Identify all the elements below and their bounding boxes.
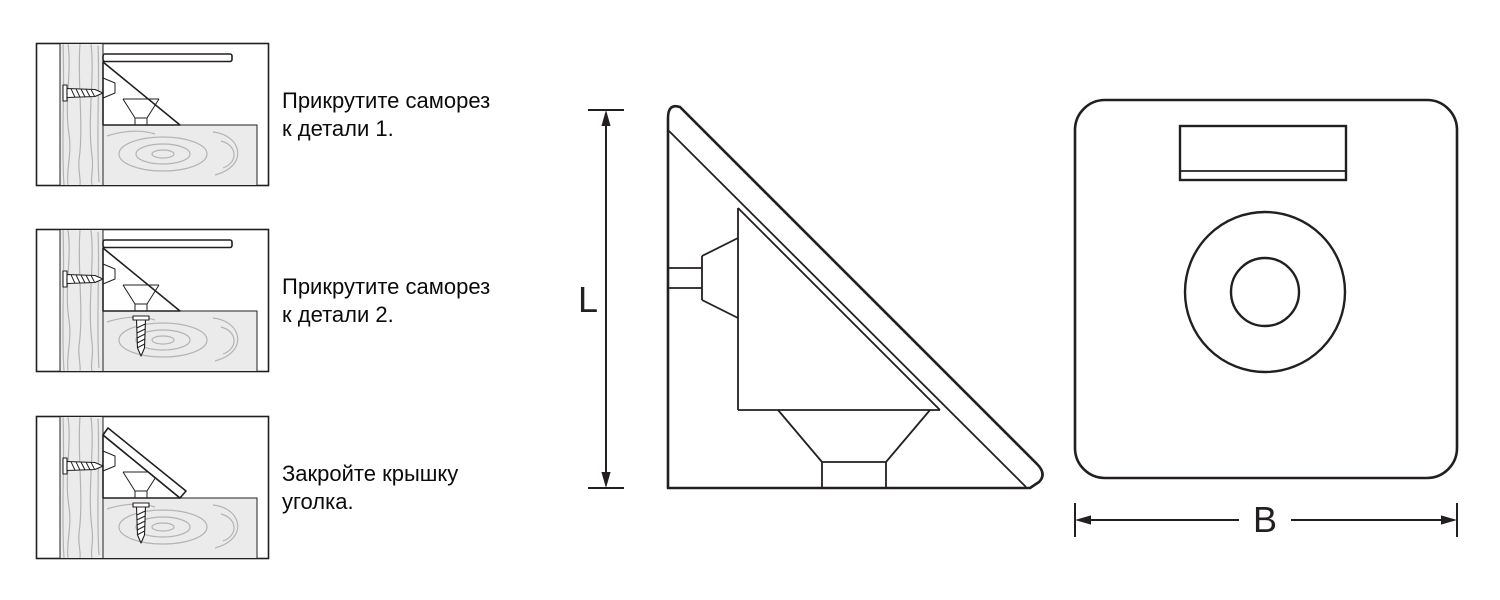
side-view-drawing: L <box>578 104 1044 490</box>
instruction-step-2: Прикрутите саморез к детали 2. <box>35 228 552 373</box>
bracket-side-view <box>666 104 1044 490</box>
screw-boss-outer <box>1183 210 1347 374</box>
step-2-caption: Прикрутите саморез к детали 2. <box>282 273 552 329</box>
horizontal-panel <box>102 497 258 559</box>
cover-latch-slot <box>1178 124 1348 182</box>
arrowhead-up <box>601 110 611 126</box>
step-3-caption-line-2: уголка. <box>282 488 354 514</box>
vertical-panel <box>59 229 104 372</box>
horizontal-panel <box>102 310 258 372</box>
arrowhead-right <box>1441 515 1457 525</box>
step-2-caption-line-2: к детали 2. <box>282 301 394 327</box>
dimension-l: L <box>578 109 624 489</box>
step-1-caption-line-1: Прикрутите саморез <box>282 87 491 113</box>
step-2-caption-line-1: Прикрутите саморез <box>282 273 491 299</box>
step-3-caption: Закройте крышку уголка. <box>282 460 552 516</box>
instruction-step-1: Прикрутите саморез к детали 1. <box>35 42 552 187</box>
arrowhead-left <box>1075 515 1091 525</box>
step-1-figure <box>35 42 270 187</box>
vertical-panel <box>59 416 104 559</box>
bracket-front-view <box>1073 98 1459 480</box>
screw-hole <box>1229 256 1301 328</box>
step-2-figure <box>35 228 270 373</box>
side-screw-pocket <box>668 237 739 319</box>
step-1-caption-line-2: к детали 1. <box>282 115 394 141</box>
dimension-b-label: B <box>1253 499 1277 540</box>
bracket-cover-open <box>102 53 233 63</box>
cover-inner-edge <box>667 129 1027 488</box>
dimension-b: B <box>1074 499 1458 540</box>
instruction-step-3: Закройте крышку уголка. <box>35 415 552 560</box>
step-3-figure <box>35 415 270 560</box>
front-view-drawing: B <box>1073 98 1459 540</box>
dimension-l-label: L <box>578 279 598 320</box>
bracket-body <box>737 207 941 411</box>
bracket-cover-open <box>102 239 233 249</box>
step-1-caption: Прикрутите саморез к детали 1. <box>282 87 552 143</box>
bracket-cover-closed <box>102 427 187 499</box>
horizontal-panel <box>102 124 258 186</box>
bracket-outline <box>666 104 1044 490</box>
arrowhead-down <box>601 472 611 488</box>
bottom-screw-pocket <box>777 409 931 488</box>
step-3-caption-line-1: Закройте крышку <box>282 460 459 486</box>
vertical-panel <box>59 43 104 186</box>
bracket-face-outline <box>1073 98 1459 480</box>
